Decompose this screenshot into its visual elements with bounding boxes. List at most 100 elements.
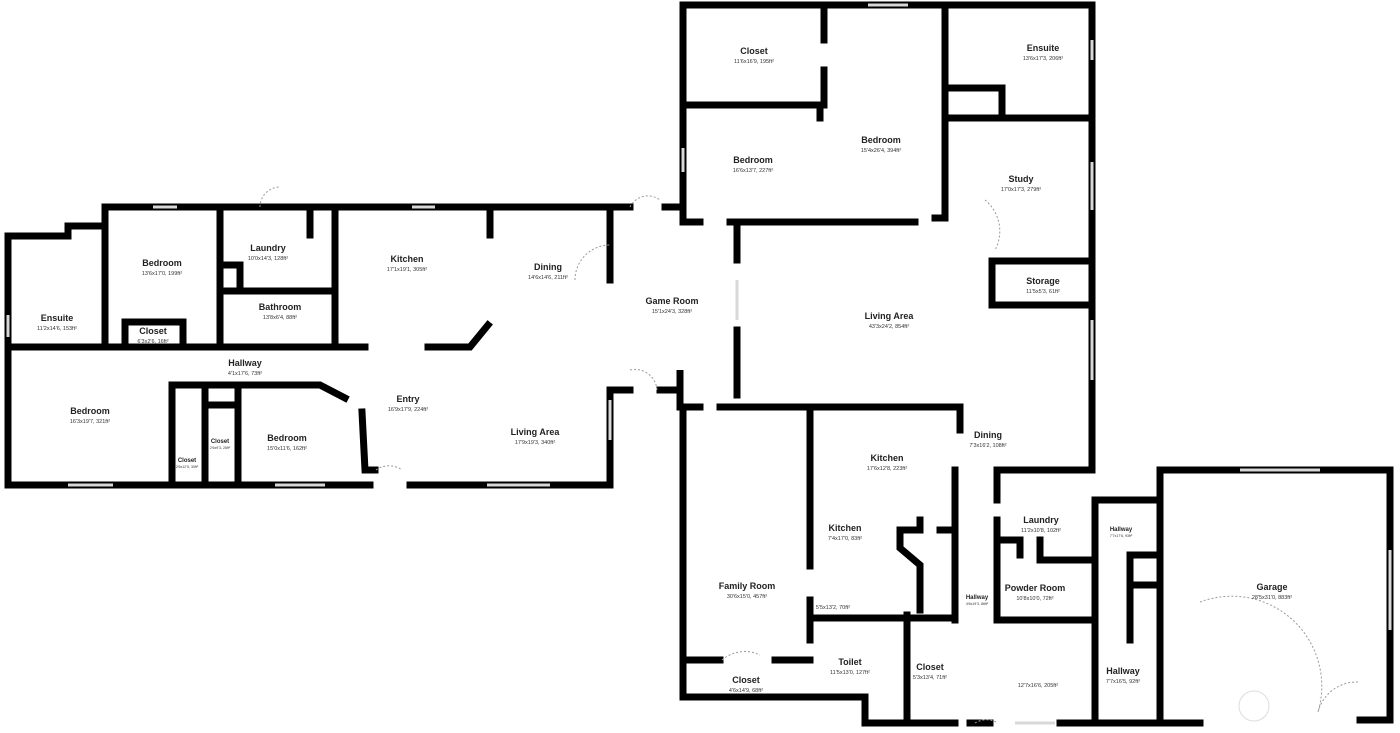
room-label: Powder Room 10'8x10'0, 72ft²	[1005, 583, 1066, 602]
room-name: Closet	[740, 46, 768, 56]
room-label: Storage 11'5x5'3, 61ft²	[1026, 276, 1060, 295]
room-dimensions: 17'1x19'1, 305ft²	[387, 267, 427, 273]
room-label: Closet 4'6x14'9, 68ft²	[729, 675, 763, 694]
room-name: Living Area	[511, 427, 561, 437]
room-dimensions: 13'8x6'4, 88ft²	[263, 315, 297, 321]
room-label: Toilet 11'5x13'0, 127ft²	[830, 657, 870, 676]
room-dimensions: 7'4x17'0, 83ft²	[828, 536, 862, 542]
room-dimensions: 16'9x17'9, 224ft²	[388, 407, 428, 413]
room-name: Storage	[1026, 276, 1060, 286]
room-dimensions: 11'2x14'6, 153ft²	[37, 326, 77, 332]
walls	[4, 1, 1394, 727]
room-name: Dining	[534, 262, 562, 272]
room-name: Bathroom	[259, 302, 302, 312]
room-name: Toilet	[838, 657, 861, 667]
room-dimensions: 15'4x26'4, 394ft²	[861, 148, 901, 154]
room-label: Laundry 11'2x10'8, 102ft²	[1021, 515, 1061, 534]
room-dimensions: 17'6x12'8, 223ft²	[867, 466, 907, 472]
room-dimensions: 11'6x16'9, 195ft²	[734, 59, 774, 65]
room-name: Closet	[211, 439, 229, 445]
room-dimensions: 7'3x16'2, 108ft²	[969, 443, 1006, 449]
room-name: Powder Room	[1005, 583, 1066, 593]
room-name: Bedroom	[142, 258, 182, 268]
room-name: Living Area	[865, 311, 915, 321]
room-name: Garage	[1256, 582, 1287, 592]
room-name: Bedroom	[267, 433, 307, 443]
room-label: Hallway 4'1x17'6, 73ft²	[228, 358, 262, 377]
room-name: Ensuite	[41, 313, 74, 323]
room-label: Ensuite 11'2x14'6, 153ft²	[37, 313, 77, 332]
room-name: Dining	[974, 430, 1002, 440]
room-name: Laundry	[250, 243, 286, 253]
room-label: Kitchen 17'6x12'8, 223ft²	[867, 453, 907, 472]
room-dimensions: 11'5x13'0, 127ft²	[830, 670, 870, 676]
room-dimensions: 11'5x5'3, 61ft²	[1026, 289, 1060, 295]
room-label: Ensuite 13'6x17'3, 206ft²	[1023, 43, 1063, 62]
room-dimensions: 15'0x11'6, 162ft²	[267, 446, 307, 452]
room-name: Bedroom	[70, 406, 110, 416]
room-dimensions: 15'1x24'3, 328ft²	[652, 309, 692, 315]
room-labels: Ensuite 11'2x14'6, 153ft² Bedroom 13'6x17'0…	[37, 43, 1292, 694]
room-name: Laundry	[1023, 515, 1059, 525]
room-name: Ensuite	[1027, 43, 1060, 53]
room-label: Family Room 30'6x15'0, 457ft²	[719, 581, 776, 600]
room-name: Closet	[139, 326, 167, 336]
room-name: Closet	[178, 458, 196, 464]
room-dimensions: 2'6x9'3, 26ft²	[210, 446, 231, 450]
room-name: Bedroom	[733, 155, 773, 165]
room-dimensions: 5'3x13'4, 71ft²	[913, 675, 947, 681]
room-dimensions: 4'1x17'6, 73ft²	[228, 371, 262, 377]
room-dimensions: 4'6x19'3, 86ft²	[966, 602, 989, 606]
room-dimensions: 10'8x10'0, 72ft²	[1016, 596, 1053, 602]
room-label: Bedroom 16'3x19'7, 321ft²	[70, 406, 110, 425]
room-label: Entry 16'9x17'9, 224ft²	[388, 394, 428, 413]
room-dimensions: 43'3x24'2, 854ft²	[869, 324, 909, 330]
room-dimensions: 7'7x17'6, 93ft²	[1110, 534, 1133, 538]
room-dimensions: 5'5x13'2, 70ft²	[816, 605, 850, 611]
room-label: Hallway 7'7x16'5, 92ft²	[1106, 666, 1140, 685]
room-dimensions: 11'2x10'8, 102ft²	[1021, 528, 1061, 534]
room-name: Entry	[396, 394, 419, 404]
room-name: Closet	[732, 675, 760, 685]
room-dimensions: 7'7x16'5, 92ft²	[1106, 679, 1140, 685]
room-dimensions: 2'6x12'5, 30ft²	[176, 465, 199, 469]
room-dimensions: 16'3x19'7, 321ft²	[70, 419, 110, 425]
room-dimensions: 10'0x14'3, 128ft²	[248, 256, 288, 262]
room-dimensions: 17'0x17'3, 279ft²	[1001, 187, 1041, 193]
room-dimensions: 4'6x14'9, 68ft²	[729, 688, 763, 694]
room-name: Family Room	[719, 581, 776, 591]
room-label: Laundry 10'0x14'3, 128ft²	[248, 243, 288, 262]
room-name: Bedroom	[861, 135, 901, 145]
room-name: Hallway	[966, 595, 989, 601]
room-name: Kitchen	[870, 453, 903, 463]
room-name: Study	[1008, 174, 1033, 184]
room-dimensions: 13'6x17'0, 199ft²	[142, 271, 182, 277]
room-dimensions: 13'6x17'3, 206ft²	[1023, 56, 1063, 62]
room-dimensions: 12'7x16'6, 205ft²	[1018, 683, 1058, 689]
room-label: Living Area 43'3x24'2, 854ft²	[865, 311, 915, 330]
room-label: Bedroom 15'4x26'4, 394ft²	[861, 135, 901, 154]
room-label: Dining 7'3x16'2, 108ft²	[969, 430, 1006, 449]
room-label: Living Area 17'9x19'3, 340ft²	[511, 427, 561, 446]
room-label: Closet 11'6x16'9, 195ft²	[734, 46, 774, 65]
room-label: Bedroom 13'6x17'0, 199ft²	[142, 258, 182, 277]
room-dimensions: 16'6x13'7, 227ft²	[733, 168, 773, 174]
room-dimensions: 17'9x19'3, 340ft²	[515, 440, 555, 446]
door-swings	[259, 186, 1359, 724]
room-name: Hallway	[1106, 666, 1140, 676]
room-name: Hallway	[228, 358, 262, 368]
room-label: Bedroom 15'0x11'6, 162ft²	[267, 433, 307, 452]
room-dimensions: 30'6x15'0, 457ft²	[727, 594, 767, 600]
windows	[6, 3, 1392, 725]
room-label: Bedroom 16'6x13'7, 227ft²	[733, 155, 773, 174]
